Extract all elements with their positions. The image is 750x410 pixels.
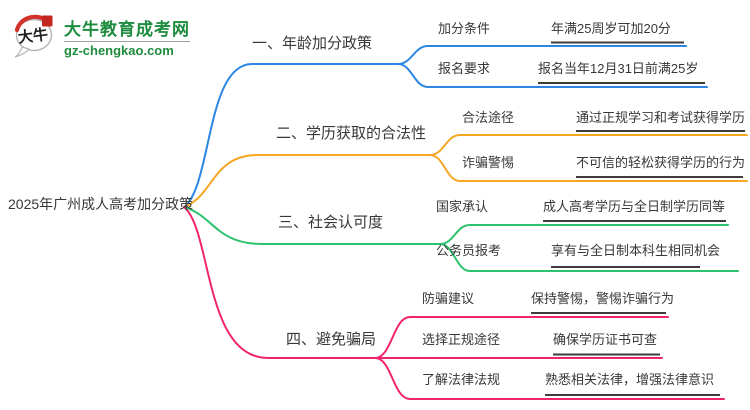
leaf-4-2-label: 选择正规途径 xyxy=(422,332,501,347)
branch-3-label: 三、社会认可度 xyxy=(278,214,384,231)
leaf-3-2-value: 享有与全日制本科生相同机会 xyxy=(551,243,721,258)
branch-4-fork-down xyxy=(374,357,725,400)
leaf-4-2-value: 确保学历证书可查 xyxy=(553,332,658,347)
branch-4-fork-up xyxy=(374,316,669,359)
site-domain: gz-chengkao.com xyxy=(64,42,174,58)
leaf-4-1-value: 保持警惕，警惕诈骗行为 xyxy=(531,291,675,306)
branch-4-label: 四、避免骗局 xyxy=(286,331,377,348)
leaf-2-1-value: 通过正规学习和考试获得学历 xyxy=(576,110,746,125)
leaf-3-1-label: 国家承认 xyxy=(436,199,489,214)
branch-1-fork-down xyxy=(397,63,708,88)
leaf-3-2-label: 公务员报考 xyxy=(436,243,502,258)
root-node: 2025年广州成人高考加分政策 xyxy=(8,196,194,212)
red-seal xyxy=(42,15,53,27)
leaf-2-1-label: 合法途径 xyxy=(462,110,515,125)
branch-2-trunk xyxy=(183,154,431,208)
branch-1-label: 一、年龄加分政策 xyxy=(252,35,373,52)
leaf-2-2-value: 不可信的轻松获得学历的行为 xyxy=(576,155,746,170)
branch-1-trunk xyxy=(183,63,399,208)
leaf-4-3-label: 了解法律法规 xyxy=(422,372,501,387)
leaf-1-2-value: 报名当年12月31日前满25岁 xyxy=(538,61,699,76)
branch-1-fork-up xyxy=(397,45,687,65)
branch-3-fork-up xyxy=(439,224,729,245)
leaf-2-2-label: 诈骗警惕 xyxy=(462,155,515,170)
branch-4-trunk xyxy=(183,206,376,359)
bubble-tail xyxy=(14,46,31,58)
leaf-1-2-label: 报名要求 xyxy=(438,61,491,76)
site-name: 大牛教育成考网 xyxy=(64,15,190,42)
leaf-1-1-label: 加分条件 xyxy=(438,21,491,36)
leaf-1-1-value: 年满25周岁可加20分 xyxy=(551,21,671,36)
branch-3-trunk xyxy=(183,206,441,245)
branch-2-label: 二、学历获取的合法性 xyxy=(276,125,427,142)
branch-2-fork-up xyxy=(429,134,748,156)
logo-glyph: 大牛 xyxy=(17,25,49,47)
leaf-4-1-label: 防骗建议 xyxy=(422,291,475,306)
branch-3-fork-down xyxy=(439,243,739,272)
daniu-logo-icon: 大牛 xyxy=(14,14,53,58)
site-logo: 大牛 大牛教育成考网 gz-chengkao.com xyxy=(12,12,190,60)
branch-2-fork-down xyxy=(429,154,748,182)
leaf-4-3-value: 熟悉相关法律，增强法律意识 xyxy=(545,372,715,387)
leaf-3-1-value: 成人高考学历与全日制学历同等 xyxy=(543,199,726,214)
